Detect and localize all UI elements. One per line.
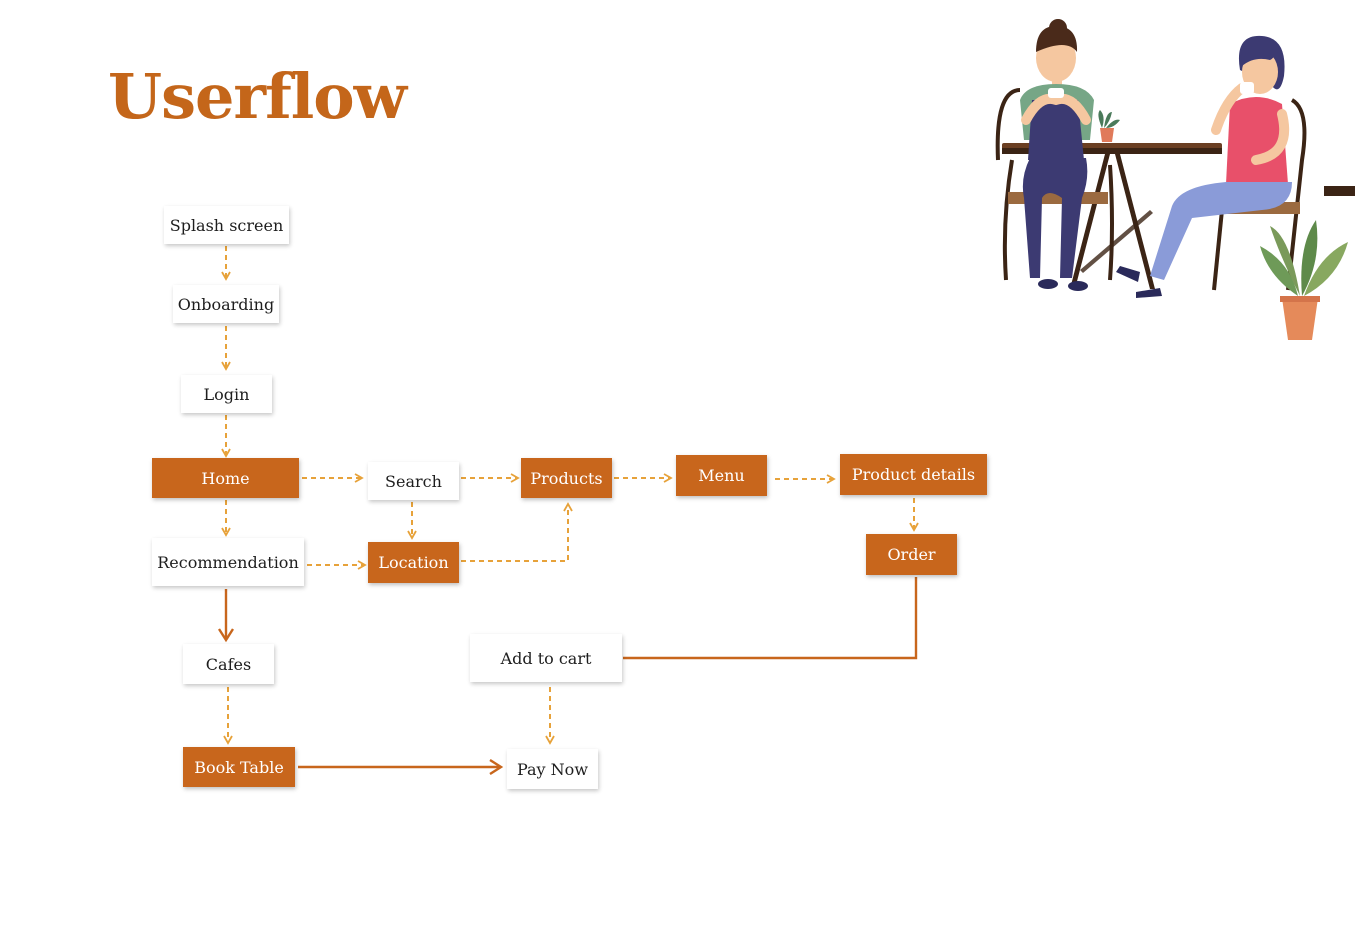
node-recommendation: Recommendation (152, 538, 304, 586)
arrow-location-to-products (461, 502, 573, 562)
node-home: Home (152, 458, 299, 498)
edge-table (1324, 186, 1355, 196)
node-order: Order (866, 534, 957, 575)
floor-plant-icon (1260, 220, 1348, 340)
node-add-to-cart: Add to cart (470, 634, 622, 682)
node-product-details: Product details (840, 454, 987, 495)
line-order-to-add-to-cart (623, 577, 918, 660)
node-login: Login (181, 375, 272, 413)
node-pay-now: Pay Now (507, 749, 598, 789)
node-splash-screen: Splash screen (164, 206, 289, 244)
table-plant-icon (1098, 110, 1120, 142)
node-cafes: Cafes (183, 644, 274, 684)
cafe-illustration (995, 19, 1355, 340)
right-woman (1116, 35, 1292, 298)
node-products: Products (521, 458, 612, 498)
node-menu: Menu (676, 455, 767, 496)
left-woman (1020, 19, 1094, 291)
node-onboarding: Onboarding (173, 285, 279, 323)
node-book-table: Book Table (183, 747, 295, 787)
page-title: Userflow (108, 60, 407, 133)
node-location: Location (368, 542, 459, 583)
node-search: Search (368, 462, 459, 500)
